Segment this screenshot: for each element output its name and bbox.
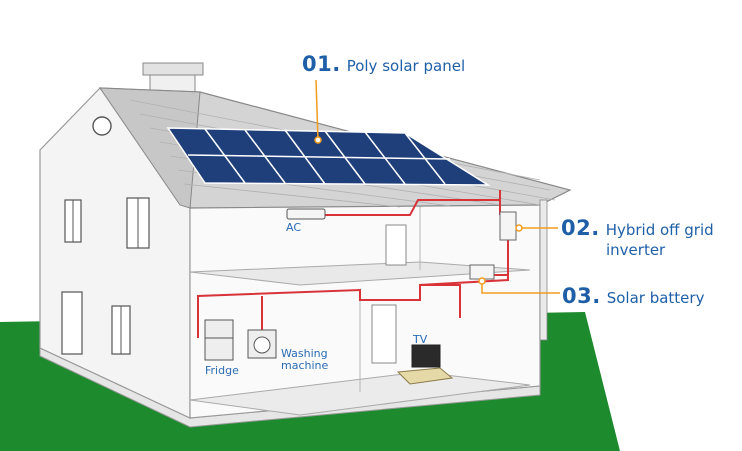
- tv-cabinet: [396, 367, 454, 385]
- washing-label-line1: Washing: [281, 347, 328, 360]
- callout-leaders: [314, 79, 560, 294]
- tv-label: TV: [413, 333, 428, 346]
- upper-door: [385, 224, 407, 266]
- washing-label-line2: machine: [281, 359, 329, 372]
- callout-label: Poly solar panel: [346, 57, 466, 75]
- downpipe: [539, 199, 548, 341]
- callout-solar-panel: 01. Poly solar panel: [302, 52, 465, 76]
- fridge-label: Fridge: [205, 364, 239, 377]
- callout-inverter-line2: inverter: [606, 240, 665, 259]
- lower-door: [371, 304, 397, 364]
- fridge: [204, 319, 234, 361]
- door: [61, 291, 83, 355]
- solar-battery: [469, 264, 495, 280]
- inverter: [499, 211, 517, 241]
- callout-label: Hybrid off grid: [605, 221, 714, 239]
- ac-unit: [286, 208, 326, 220]
- callout-number: 03.: [562, 284, 601, 308]
- ground-floor: [189, 371, 531, 416]
- callout-label: Solar battery: [606, 289, 705, 307]
- tv: [411, 344, 441, 368]
- ac-label: AC: [286, 221, 302, 234]
- callout-label: inverter: [606, 241, 666, 259]
- solar-panel-array: [166, 127, 491, 186]
- cabling: [197, 190, 509, 338]
- callout-number: 02.: [561, 216, 600, 240]
- upper-floor: [189, 261, 531, 286]
- callout-inverter: 02. Hybrid off grid: [561, 216, 714, 240]
- round-window: [92, 116, 112, 136]
- callout-number: 01.: [302, 52, 341, 76]
- washing-machine-label: Washing machine: [281, 348, 328, 372]
- roof-ridge: [99, 87, 201, 209]
- callout-battery: 03. Solar battery: [562, 284, 704, 308]
